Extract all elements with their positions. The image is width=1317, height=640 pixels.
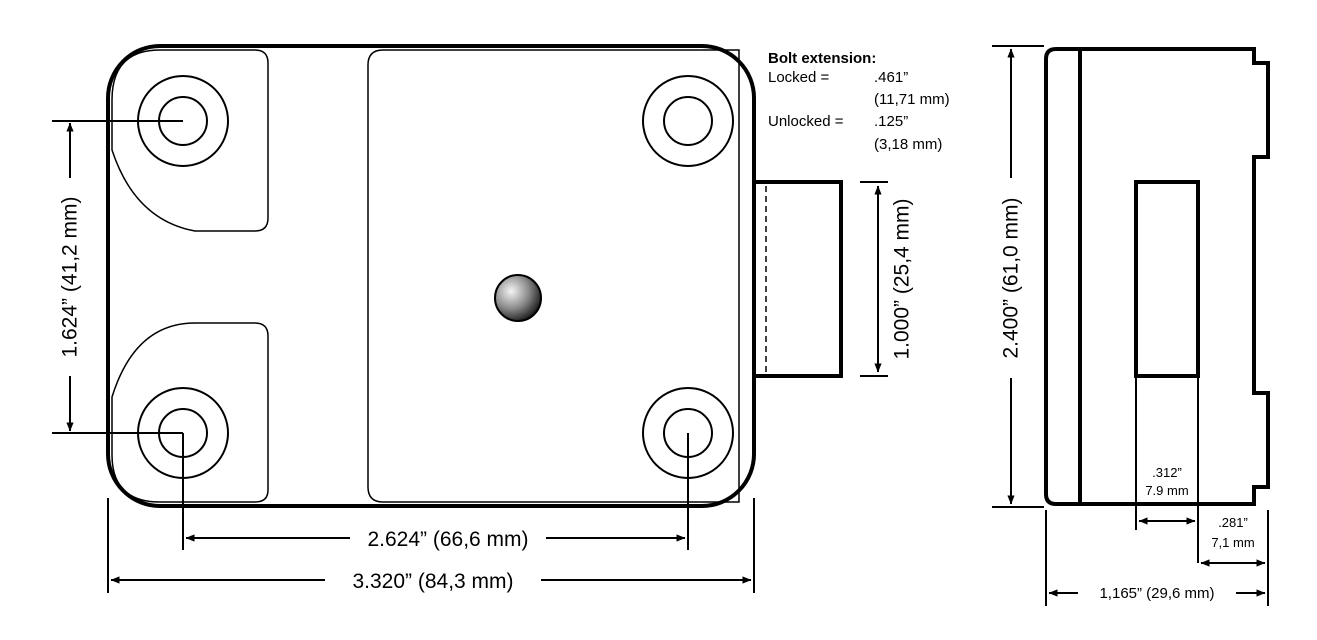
label-offset-in: .281” <box>1218 515 1248 530</box>
bolt-extension-heading: Bolt extension: <box>768 50 876 67</box>
mount-hole-top-right <box>642 75 734 167</box>
label-case-depth: 1,165” (29,6 mm) <box>1099 585 1214 602</box>
label-case-height: 2.400” (61,0 mm) <box>1000 197 1023 358</box>
side-dimension-labels: 2.400” (61,0 mm) .312” 7.9 mm .281” 7,1 … <box>1000 197 1255 602</box>
label-case-width: 3.320” (84,3 mm) <box>352 570 513 593</box>
locked-value-in: .461” <box>874 69 908 86</box>
side-view <box>1044 47 1270 506</box>
locked-label: Locked = <box>768 69 830 86</box>
side-dimensions <box>992 45 1269 606</box>
side-bolt <box>1134 180 1200 378</box>
bolt <box>752 180 843 378</box>
bolt-extension-note: Bolt extension: Locked = .461” (11,71 mm… <box>768 50 950 153</box>
spindle-knob <box>494 274 542 322</box>
label-offset-mm: 7,1 mm <box>1211 535 1254 550</box>
label-bolt-width-in: .312” <box>1152 465 1182 480</box>
label-bolt-width-mm: 7.9 mm <box>1145 483 1188 498</box>
front-view <box>106 44 843 508</box>
locked-value-mm: (11,71 mm) <box>874 91 950 108</box>
lower-boss <box>111 322 269 503</box>
lock-case <box>106 44 756 508</box>
unlocked-value-in: .125” <box>874 113 908 130</box>
front-dimension-labels: 1.624” (41,2 mm) 2.624” (66,6 mm) 3.320”… <box>59 196 914 593</box>
cover-plate <box>367 49 740 503</box>
label-mount-horizontal: 2.624” (66,6 mm) <box>367 528 528 551</box>
unlocked-label: Unlocked = <box>768 113 844 130</box>
front-dimensions <box>52 120 888 593</box>
upper-boss <box>111 49 269 232</box>
label-bolt-height: 1.000” (25,4 mm) <box>891 198 914 359</box>
label-mount-vertical: 1.624” (41,2 mm) <box>59 196 82 357</box>
unlocked-value-mm: (3,18 mm) <box>874 136 942 153</box>
